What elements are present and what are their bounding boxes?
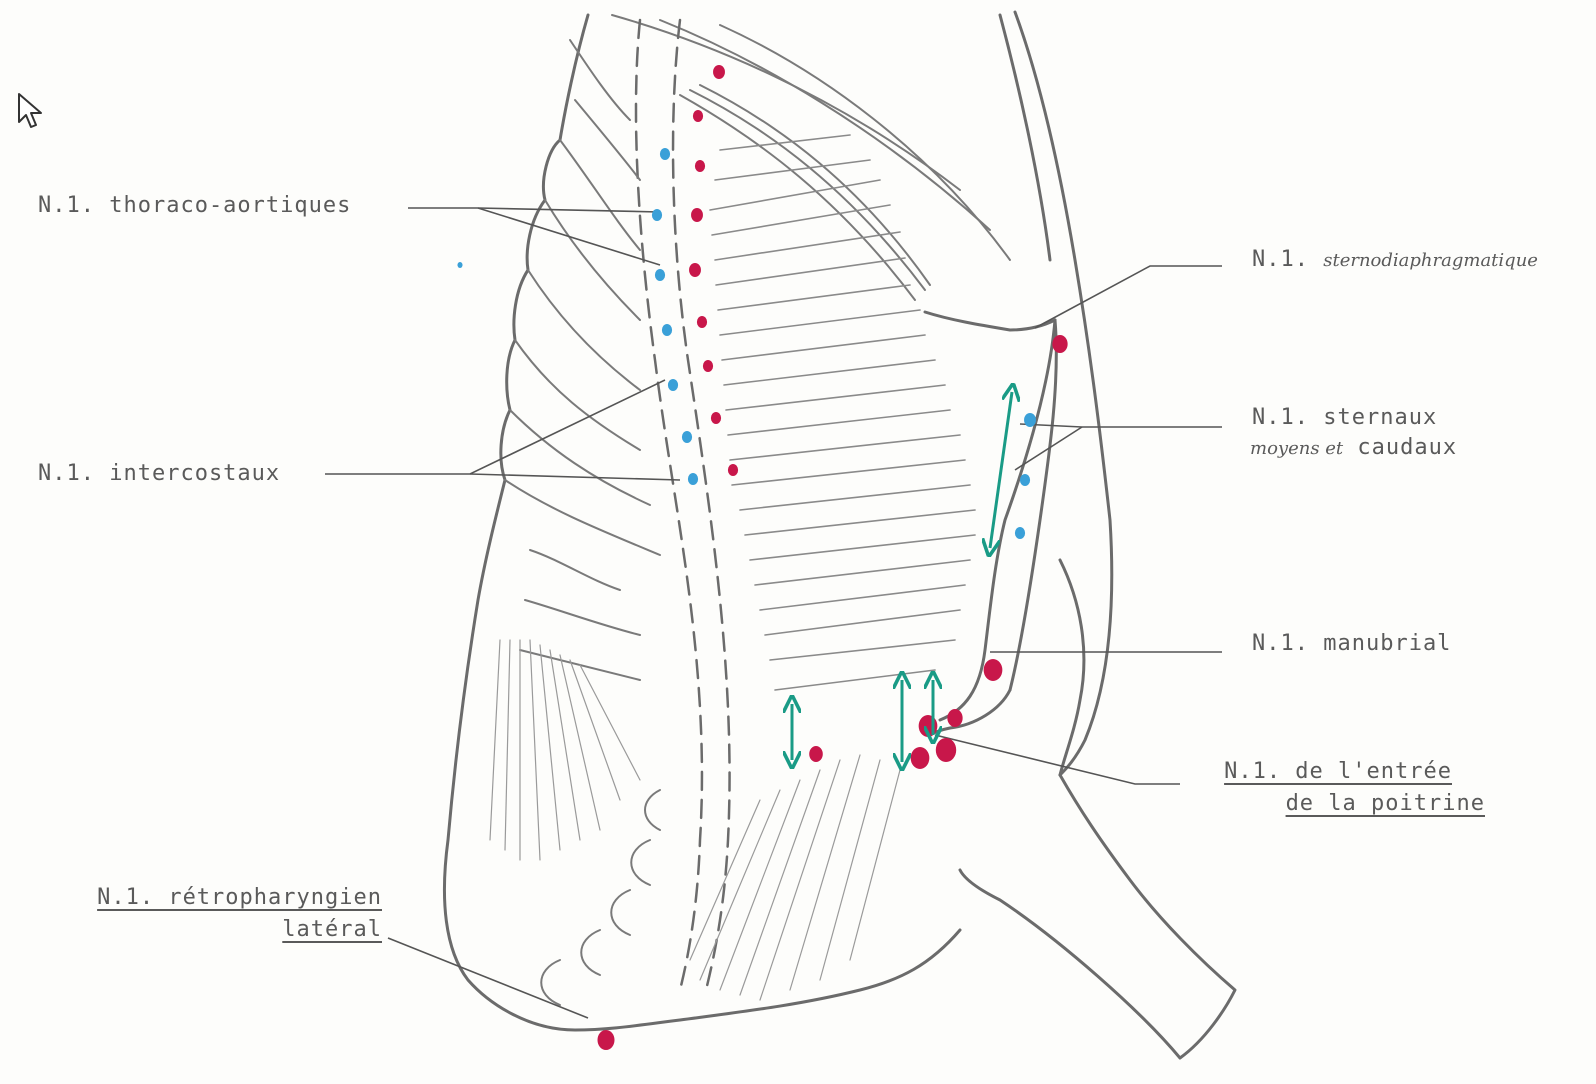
muscle-striations: [490, 640, 900, 1000]
leader-thoraco-2: [478, 208, 660, 265]
label-sternodiaphragmatique: N.1. sternodiaphragmatique: [1252, 246, 1538, 275]
label-sternaux-handwritten: moyens et: [1250, 438, 1343, 459]
blue-lymph-node: [660, 148, 670, 160]
leader-retropharyngien: [388, 938, 588, 1018]
red-lymph-node: [919, 715, 938, 737]
blue-nodes: [457, 148, 1036, 539]
red-lymph-node: [695, 160, 705, 172]
outline-right: [1015, 12, 1112, 775]
blue-lymph-node: [652, 209, 662, 221]
leader-sternaux-1: [1020, 424, 1222, 427]
blue-lymph-node: [1020, 474, 1030, 486]
red-lymph-node: [713, 65, 725, 79]
cavity-bottom-curve: [1060, 560, 1084, 775]
blue-lymph-node: [1015, 527, 1025, 539]
thorax-outline: [444, 12, 1235, 1058]
leader-lines: [325, 208, 1222, 1018]
red-lymph-node: [809, 746, 823, 762]
red-lymph-node: [697, 316, 707, 328]
red-lymph-node: [693, 110, 703, 122]
label-sternaux-line2: moyens et caudaux: [1250, 434, 1457, 463]
blue-lymph-node: [682, 431, 692, 443]
label-sternodiaphragmatique-prefix: N.1.: [1252, 247, 1309, 272]
leader-intercostaux-1: [325, 380, 665, 474]
ribs: [505, 40, 660, 1005]
mouse-pointer-icon: [16, 92, 46, 132]
leader-thoraco-1: [408, 208, 660, 212]
red-lymph-node: [598, 1030, 615, 1050]
diaphragm-band: [612, 15, 1010, 300]
red-lymph-node: [984, 659, 1003, 681]
label-sternaux-rest: caudaux: [1357, 435, 1457, 460]
blue-lymph-node: [688, 473, 698, 485]
red-lymph-node: [947, 709, 962, 727]
rib-hatching: [710, 135, 975, 690]
red-lymph-node: [703, 360, 713, 372]
red-lymph-node: [1052, 335, 1067, 353]
label-intercostaux: N.1. intercostaux: [38, 460, 280, 488]
blue-lymph-node: [457, 262, 462, 268]
cavity-right: [940, 320, 1055, 720]
label-entree-line2: de la poitrine: [1180, 790, 1485, 818]
blue-lymph-node: [662, 324, 672, 336]
blue-lymph-node: [668, 379, 678, 391]
label-entree-line1: N.1. de l'entrée: [1180, 758, 1452, 786]
red-lymph-node: [911, 747, 930, 769]
red-lymph-node: [691, 208, 703, 222]
red-lymph-node: [728, 464, 738, 476]
outline-right-inner: [1000, 15, 1050, 260]
label-retropharyngien-line1: N.1. rétropharyngien: [36, 884, 382, 912]
leader-sternodiaphragmatique: [1035, 266, 1222, 328]
label-thoraco-aortiques: N.1. thoraco-aortiques: [38, 192, 351, 220]
blue-lymph-node: [655, 269, 665, 281]
leader-intercostaux-2: [470, 474, 680, 480]
red-lymph-node: [711, 412, 721, 424]
label-retropharyngien-line2: latéral: [36, 916, 382, 944]
blue-lymph-node: [1024, 413, 1036, 427]
red-lymph-node: [689, 263, 701, 277]
label-manubrial: N.1. manubrial: [1252, 630, 1451, 658]
label-sternodiaphragmatique-handwritten: sternodiaphragmatique: [1323, 250, 1538, 271]
sternum-inner: [1010, 320, 1056, 690]
arrow-sternaux: [990, 392, 1012, 548]
red-lymph-node: [936, 738, 956, 762]
leader-entree: [935, 735, 1180, 784]
label-sternaux-line1: N.1. sternaux: [1252, 404, 1437, 432]
